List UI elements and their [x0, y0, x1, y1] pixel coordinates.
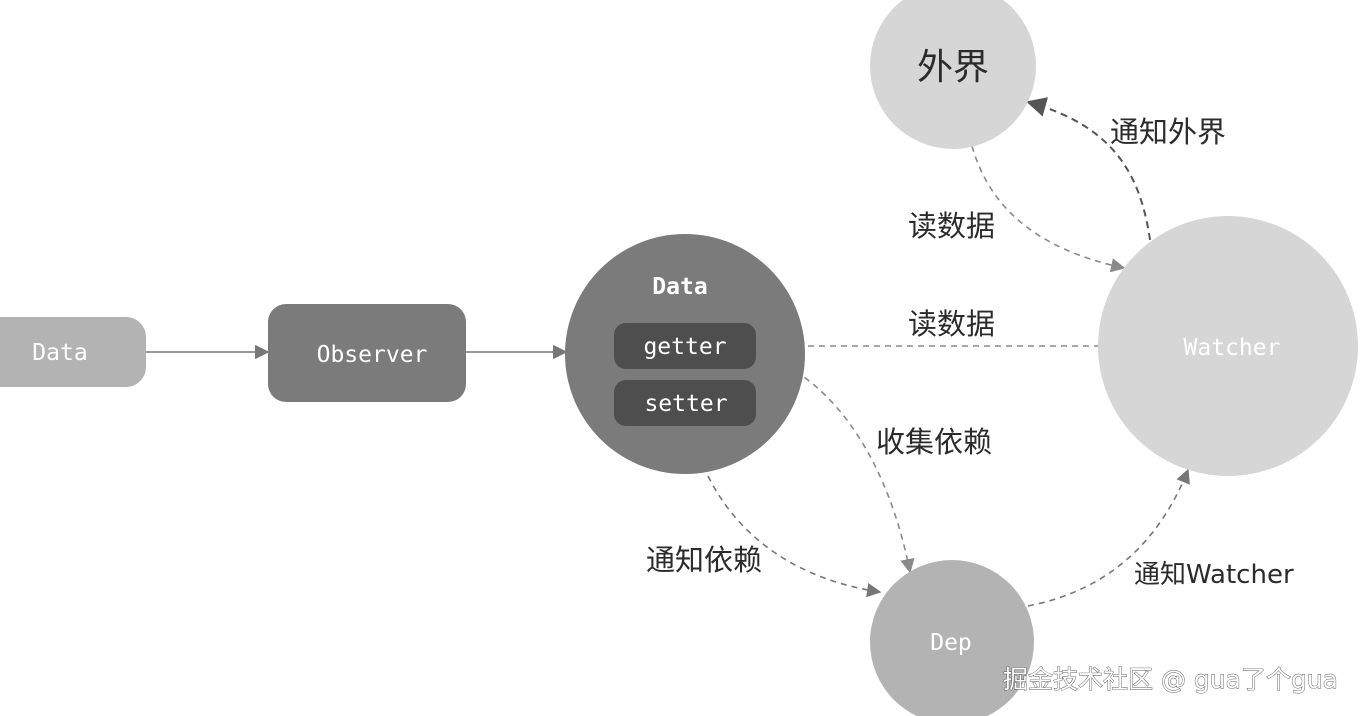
node-watcher-label: Watcher [1184, 335, 1281, 361]
node-watcher: Watcher [1098, 216, 1358, 476]
edge-dep-to-watcher [1027, 468, 1190, 607]
node-data-source: Data [0, 317, 146, 387]
node-dep: Dep [870, 560, 1034, 716]
node-data-object: Data getter setter [565, 234, 805, 474]
label-notify-outside: 通知外界 [1110, 115, 1226, 149]
label-collect-deps: 收集依赖 [876, 425, 992, 459]
edge-data-object-to-dep [707, 475, 882, 598]
label-notify-watcher: 通知Watcher [1134, 560, 1294, 590]
node-dep-label: Dep [930, 630, 972, 656]
edge-outside-to-watcher [971, 145, 1126, 273]
watermark: 掘金技术社区 @ gua了个gua [1003, 665, 1338, 694]
node-observer: Observer [268, 304, 466, 402]
label-read-data-outside: 读数据 [908, 209, 995, 243]
setter-box [614, 380, 756, 426]
label-notify-deps: 通知依赖 [646, 543, 762, 577]
node-observer-label: Observer [317, 342, 428, 368]
getter-label: getter [643, 334, 726, 360]
node-outside-label: 外界 [917, 47, 989, 88]
label-read-data-watcher: 读数据 [908, 307, 995, 341]
getter-box [614, 323, 756, 369]
node-outside: 外界 [870, 0, 1036, 149]
node-data-object-label: Data [652, 274, 707, 300]
edge-watcher-to-outside [1026, 97, 1151, 241]
node-data-source-label: Data [32, 340, 87, 366]
setter-label: setter [644, 391, 727, 417]
edge-labels: 通知外界 读数据 读数据 收集依赖 通知依赖 通知Watcher [646, 115, 1294, 590]
